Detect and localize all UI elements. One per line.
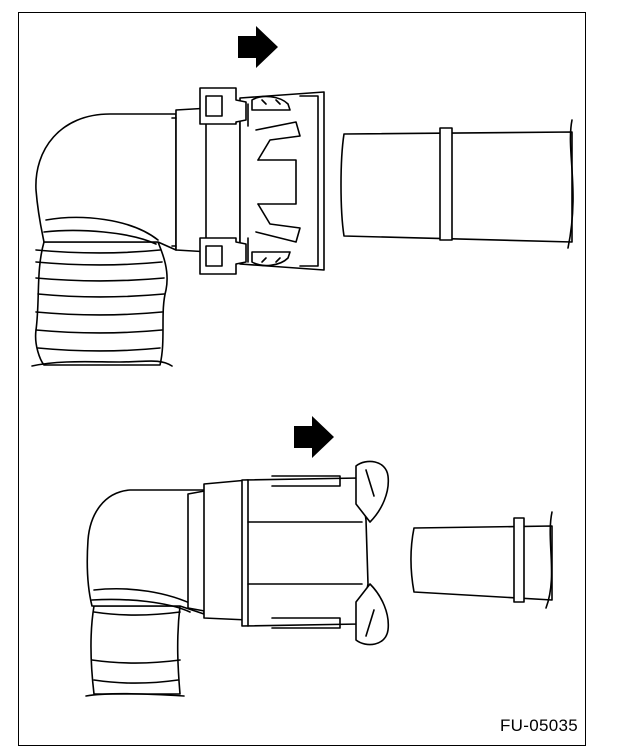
elbow-fitting xyxy=(86,489,205,615)
corrugated-hose xyxy=(31,241,173,367)
retainer-tabs xyxy=(355,460,390,646)
top-panel xyxy=(31,26,574,367)
arrow-right-icon xyxy=(238,26,278,68)
quick-connector-body xyxy=(171,91,325,271)
bottom-panel xyxy=(85,416,553,697)
fuel-pipe xyxy=(410,511,553,609)
fuel-pipe xyxy=(340,119,574,249)
arrow-right-icon xyxy=(294,416,334,458)
figure-code: FU-05035 xyxy=(500,716,578,735)
corrugated-hose xyxy=(85,605,185,697)
retainer-tabs xyxy=(199,87,291,275)
quick-connector-body xyxy=(187,475,369,629)
elbow-fitting xyxy=(35,113,177,251)
